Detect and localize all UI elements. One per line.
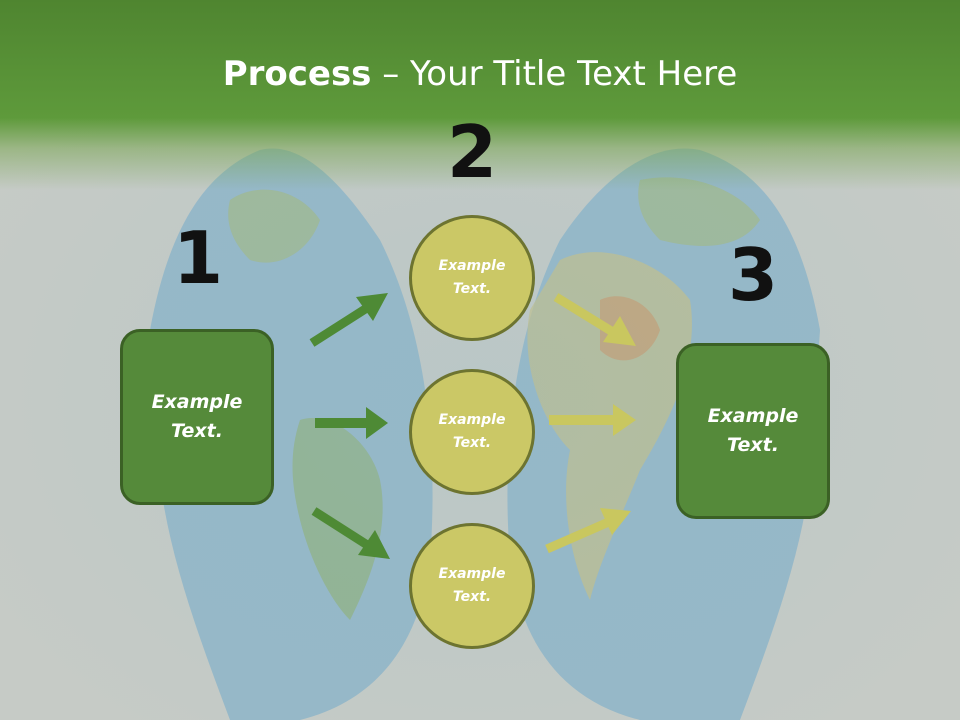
header-band <box>0 0 960 190</box>
arrow-to-middle <box>315 407 388 439</box>
process-box-left-label: Example Text. <box>151 391 243 442</box>
process-box-right-label: Example Text. <box>707 405 799 456</box>
process-circle-middle-label: Example Text. <box>438 412 506 451</box>
step-number-3: 3 <box>727 233 779 317</box>
arrow-from-bottom <box>545 508 631 554</box>
arrow-to-top <box>309 293 388 347</box>
process-circle-top[interactable]: Example Text. <box>409 215 535 341</box>
process-circle-bottom[interactable]: Example Text. <box>409 523 535 649</box>
arrow-to-bottom <box>311 507 390 559</box>
title-bold: Process <box>222 54 372 94</box>
step-number-2: 2 <box>446 110 498 194</box>
process-box-left[interactable]: Example Text. <box>120 329 274 505</box>
title-rest: – Your Title Text Here <box>371 54 738 94</box>
process-circle-middle[interactable]: Example Text. <box>409 369 535 495</box>
slide-title: Process – Your Title Text Here <box>0 52 960 96</box>
process-circle-bottom-label: Example Text. <box>438 566 506 605</box>
step-number-1: 1 <box>172 216 224 300</box>
arrow-from-middle <box>549 404 636 436</box>
arrow-from-top <box>553 293 636 346</box>
process-box-right[interactable]: Example Text. <box>676 343 830 519</box>
process-circle-top-label: Example Text. <box>438 258 506 297</box>
